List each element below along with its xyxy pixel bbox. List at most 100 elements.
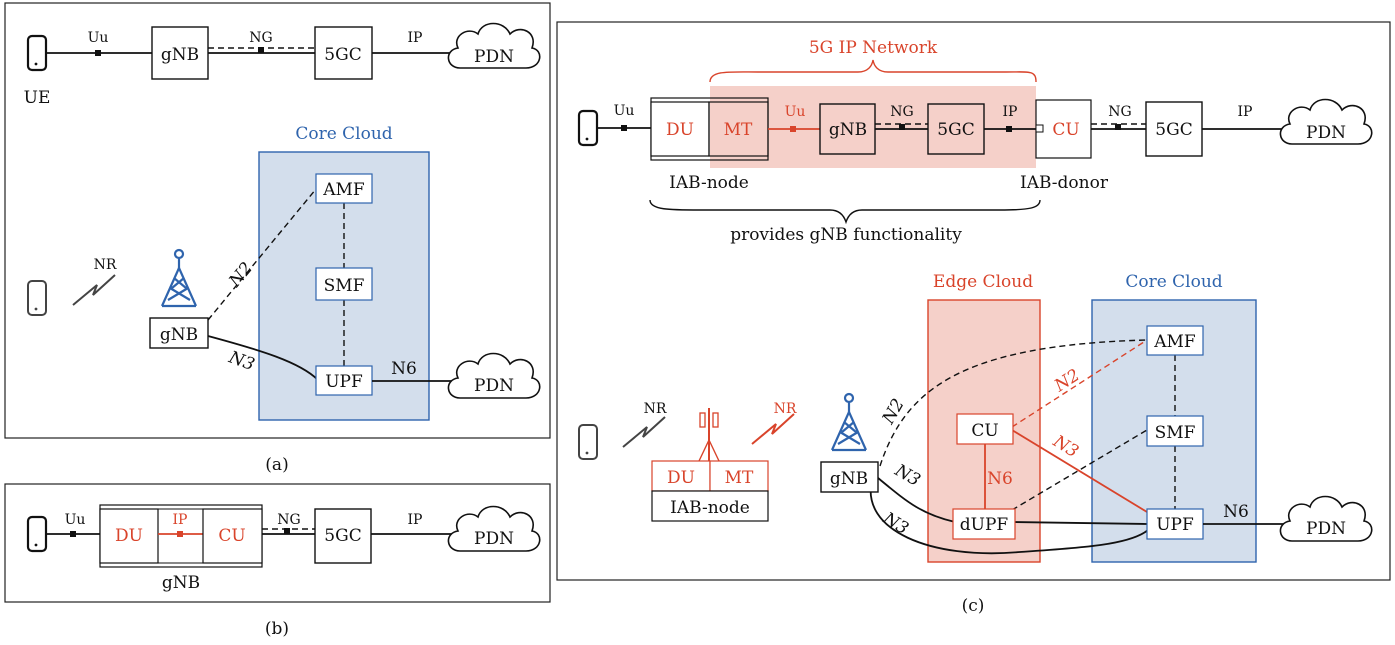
c-mt-label: MT	[724, 120, 753, 140]
core-cloud-label: Core Cloud	[295, 124, 392, 144]
c-gnb-lower-label: gNB	[830, 469, 868, 489]
panel-c: 5G IP Network Uu DU MT Uu gNB NG 5GC IP …	[556, 21, 1391, 581]
c-n2-red-label: N2	[1050, 365, 1083, 396]
upf-box	[315, 365, 373, 396]
c-n3-a-label: N3	[891, 460, 924, 491]
c-cu-label: CU	[1052, 120, 1079, 140]
c-gnb-label: gNB	[829, 120, 867, 140]
c-n6-label: N6	[1223, 502, 1249, 522]
n2-label: N2	[225, 259, 257, 292]
c-du-label: DU	[666, 120, 694, 140]
c-core2-label: 5GC	[1155, 120, 1192, 140]
c-ng2-label: NG	[1108, 104, 1131, 120]
panel-b: Uu DU IP CU NG 5GC IP PDN gNB	[4, 483, 551, 603]
c-pdn-label: PDN	[1306, 123, 1346, 143]
c-nr1-radio-link-icon	[622, 416, 666, 448]
cu-b-label: CU	[218, 526, 245, 546]
c-du-box	[650, 101, 710, 157]
ue-lower-phone-icon	[27, 280, 47, 316]
c-n2-label: N2	[878, 395, 909, 428]
panel-c-frame	[556, 21, 1391, 581]
c-ip2-label: IP	[1238, 104, 1253, 120]
ue-b-phone-icon	[26, 515, 48, 553]
c-upf-label: UPF	[1156, 515, 1194, 535]
ip-b-mid-label: IP	[173, 512, 188, 528]
core-5gc-label: 5GC	[324, 45, 361, 65]
c-nr2-radio-link-icon	[751, 413, 795, 445]
c-n3-b-label: N3	[879, 508, 912, 539]
gnb-tower-icon	[160, 248, 198, 308]
pdn-label: PDN	[474, 47, 514, 67]
c-dupf-label: dUPF	[960, 515, 1009, 535]
panel-b-frame	[4, 483, 551, 603]
c-ue-lower-phone-icon	[578, 424, 598, 460]
nr-radio-link-icon	[72, 274, 116, 306]
c-iab-du-label: DU	[667, 468, 695, 488]
c-ng1-label: NG	[890, 104, 913, 120]
panel-a: UE Uu gNB NG 5GC IP PDN Core Cloud AMF S…	[4, 2, 551, 439]
n3-label: N3	[225, 347, 257, 375]
c-smf-label: SMF	[1155, 423, 1196, 443]
c-ue-phone-icon	[577, 109, 599, 147]
ng-label: NG	[249, 30, 272, 46]
c-edge-cu-label: CU	[971, 421, 998, 441]
c-iab-mt-label: MT	[725, 468, 754, 488]
panel-a-caption: (a)	[265, 455, 288, 475]
c-edge-cu-box	[956, 413, 1014, 445]
c-iab-node-label: IAB-node	[670, 498, 750, 518]
ip-b-label: IP	[408, 512, 423, 528]
c-pdn-lower-label: PDN	[1306, 519, 1346, 539]
gnb-box	[151, 26, 209, 80]
panel-c-caption: (c)	[962, 596, 985, 616]
n6-label: N6	[391, 359, 417, 379]
edge-cloud-label: Edge Cloud	[933, 272, 1033, 292]
c-n6-red-label: N6	[987, 469, 1013, 489]
network-label: 5G IP Network	[809, 38, 938, 58]
core-5gc-box	[314, 26, 373, 80]
core-cloud-c-label: Core Cloud	[1125, 272, 1222, 292]
uu-label: Uu	[88, 30, 109, 46]
c-amf-label: AMF	[1153, 332, 1196, 352]
c-gnb-lower-box	[820, 461, 879, 493]
c-core1-label: 5GC	[937, 120, 974, 140]
panel-b-caption: (b)	[265, 619, 289, 639]
core-b-box	[314, 508, 372, 564]
c-uu-red-label: Uu	[785, 104, 806, 120]
gnb-label: gNB	[161, 45, 199, 65]
ng-b-label: NG	[277, 512, 300, 528]
c-ip1-label: IP	[1003, 104, 1018, 120]
iab-donor-label: IAB-donor	[1020, 173, 1109, 193]
c-iab-node-box	[651, 490, 769, 522]
smf-box	[315, 267, 373, 301]
ue-label: UE	[24, 88, 51, 108]
core-b-label: 5GC	[324, 526, 361, 546]
c-smf-box	[1146, 415, 1204, 447]
c-nr2-label: NR	[774, 401, 797, 417]
upf-label: UPF	[325, 372, 363, 392]
c-amf-box	[1146, 325, 1204, 356]
nr-label: NR	[94, 257, 117, 273]
ue-phone-icon	[26, 34, 48, 72]
pdn-b-label: PDN	[474, 529, 514, 549]
iab-node-label: IAB-node	[669, 173, 749, 193]
c-n3-red-label: N3	[1049, 431, 1082, 462]
cu-b-box	[202, 508, 263, 564]
gnb-b-caption: gNB	[162, 573, 200, 593]
c-iab-antenna-icon	[698, 408, 720, 462]
du-b-label: DU	[115, 526, 143, 546]
amf-label: AMF	[322, 180, 365, 200]
pdn-lower-label: PDN	[474, 376, 514, 396]
c-nr1-label: NR	[644, 401, 667, 417]
c-uu-label: Uu	[614, 103, 635, 119]
panel-a-frame	[4, 2, 551, 439]
amf-box	[315, 173, 373, 204]
provides-label: provides gNB functionality	[730, 225, 962, 245]
smf-label: SMF	[324, 276, 365, 296]
ip-label: IP	[408, 30, 423, 46]
du-b-box	[99, 508, 159, 564]
gnb-lower-box	[149, 317, 209, 349]
uu-b-label: Uu	[65, 512, 86, 528]
gnb-lower-label: gNB	[160, 325, 198, 345]
c-gnb-tower-icon	[830, 392, 868, 452]
